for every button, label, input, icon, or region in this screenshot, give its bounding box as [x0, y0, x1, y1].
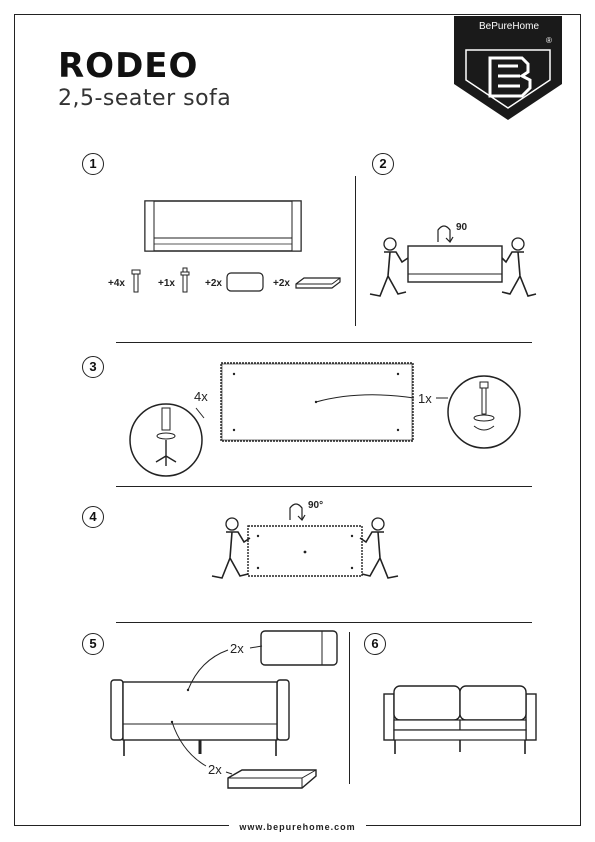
seat-cushion-icon	[295, 277, 341, 289]
step-5-bottom-qty: 2x	[208, 762, 222, 777]
step-3-right-qty: 1x	[418, 391, 432, 406]
leg-mounting-detail-right	[447, 375, 521, 449]
step-3-number: 3	[82, 356, 104, 378]
step-2-number: 2	[372, 153, 394, 175]
brand-name: BePureHome	[478, 21, 540, 32]
sofa-front-view-assembly	[110, 679, 290, 756]
registered-mark: ®	[546, 36, 552, 45]
step-5-top-qty: 2x	[230, 641, 244, 656]
website-link[interactable]: www.bepurehome.com	[229, 822, 366, 832]
back-cushion-icon	[226, 272, 264, 292]
leg-mounting-detail-left	[129, 403, 203, 477]
product-subtitle: 2,5-seater sofa	[58, 86, 232, 111]
people-lifting-sofa	[369, 237, 537, 297]
footer: www.bepurehome.com	[0, 817, 595, 835]
product-title: RODEO	[58, 46, 199, 86]
divider-row-2	[116, 486, 532, 487]
divider-row-1	[116, 342, 532, 343]
step-5-number: 5	[82, 633, 104, 655]
part-1-qty: +4x	[108, 278, 125, 289]
divider-5-6	[349, 632, 350, 784]
center-leg-icon	[180, 267, 190, 293]
rotate-arrow-icon-step-4	[289, 503, 306, 521]
sofa-back-view	[144, 200, 302, 252]
step-4-rotation: 90°	[308, 500, 324, 511]
people-flipping-sofa	[211, 517, 399, 579]
step-1-number: 1	[82, 153, 104, 175]
divider-1-2	[355, 176, 356, 326]
part-4-qty: +2x	[273, 278, 290, 289]
seat-cushion-icon-step-5	[227, 769, 317, 789]
back-cushion-icon-step-5	[260, 630, 338, 666]
brand-logo	[454, 16, 562, 120]
step-3-left-qty: 4x	[194, 389, 208, 404]
step-6-number: 6	[364, 633, 386, 655]
leg-icon	[131, 269, 141, 293]
assembled-sofa	[383, 685, 537, 754]
step-2-rotation: 90	[456, 222, 468, 233]
part-3-qty: +2x	[205, 278, 222, 289]
rotate-arrow-icon	[437, 225, 454, 243]
divider-row-3	[116, 622, 532, 623]
part-2-qty: +1x	[158, 278, 175, 289]
step-4-number: 4	[82, 506, 104, 528]
